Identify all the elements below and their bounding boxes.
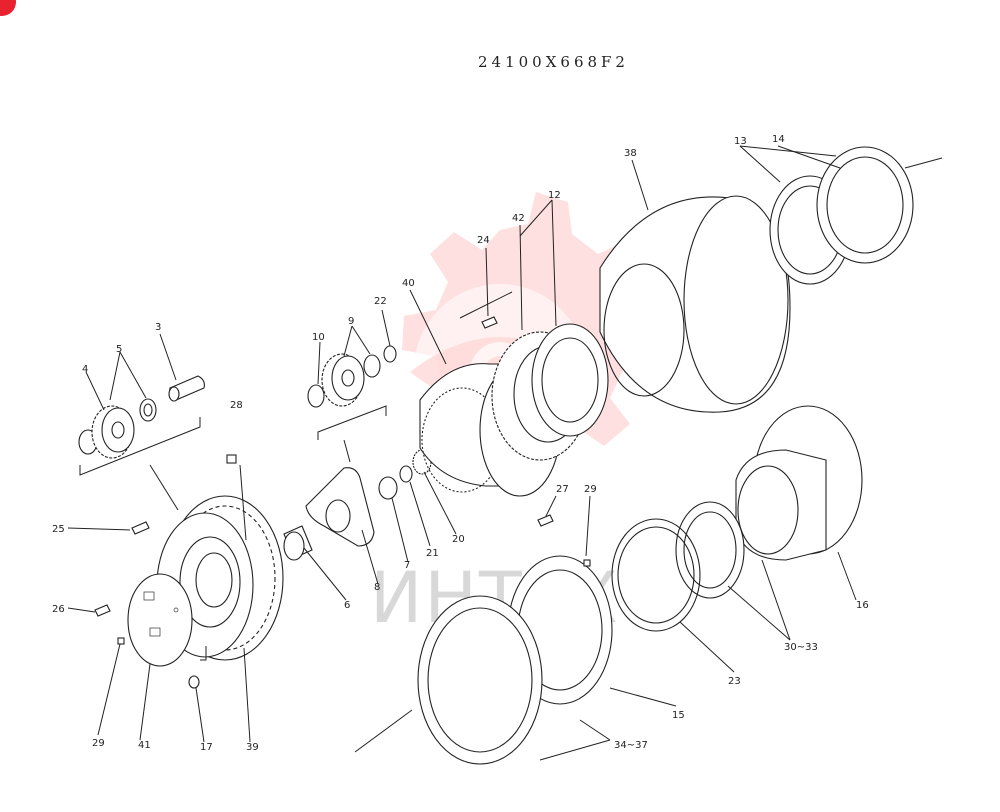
part-21-washer-icon	[399, 465, 413, 483]
drawing-number: 24100X668F2	[478, 53, 629, 71]
part-27-bolt-icon	[537, 514, 554, 527]
label-part-40: 40	[402, 278, 415, 289]
part-30-33-rings-icon	[675, 501, 745, 599]
label-part-29-left: 29	[92, 738, 105, 749]
label-part-13: 13	[734, 136, 747, 147]
part-29-plug-b-icon	[583, 559, 591, 567]
label-part-5: 5	[116, 344, 122, 355]
label-part-24: 24	[477, 235, 490, 246]
part-5-ring-icon	[139, 398, 157, 422]
part-number-labels: 3 4 5 25 26 29 41 17 39 28 6 8 7 21 20 1…	[52, 134, 869, 753]
label-part-14: 14	[772, 134, 785, 145]
label-part-27: 27	[556, 484, 569, 495]
part-9-gear-icon	[321, 353, 381, 407]
part-6-spline-shaft-icon	[283, 525, 313, 561]
part-3-pin-icon	[168, 375, 205, 402]
part-14-seal-icon	[816, 146, 914, 264]
part-12-bearing-icon	[531, 323, 609, 437]
part-38-drum-icon	[599, 195, 791, 413]
label-part-38: 38	[624, 148, 637, 159]
label-part-28: 28	[230, 400, 243, 411]
label-part-22: 22	[374, 296, 387, 307]
label-part-21: 21	[426, 548, 439, 559]
part-26-bolt-icon	[94, 604, 111, 617]
part-4-gear-icon	[78, 405, 135, 459]
part-25-bolt-icon	[131, 521, 150, 535]
label-part-12: 12	[548, 190, 561, 201]
label-part-41: 41	[138, 740, 151, 751]
part-7-disc-icon	[378, 476, 398, 500]
label-part-4: 4	[82, 364, 88, 375]
part-10-washer-icon	[307, 384, 325, 408]
label-part-20: 20	[452, 534, 465, 545]
label-part-26: 26	[52, 604, 65, 615]
label-part-25: 25	[52, 524, 65, 535]
label-part-23: 23	[728, 676, 741, 687]
corner-badge-icon	[0, 0, 16, 16]
label-part-29-right: 29	[584, 484, 597, 495]
label-part-7: 7	[404, 560, 410, 571]
part-29-plug-icon	[117, 637, 125, 645]
part-24-bolt-icon	[481, 316, 498, 329]
label-part-16: 16	[856, 600, 869, 611]
part-23-o-ring-icon	[611, 518, 701, 632]
label-part-15: 15	[672, 710, 685, 721]
part-41-cover-icon	[127, 573, 193, 667]
part-17-plug-icon	[188, 675, 200, 689]
label-part-39: 39	[246, 742, 259, 753]
leader-lines	[67, 145, 857, 761]
label-part-8: 8	[374, 582, 380, 593]
part-22-ring-icon	[383, 345, 397, 363]
label-part-6: 6	[344, 600, 350, 611]
part-34-37-seals-icon	[417, 595, 543, 765]
label-part-10: 10	[312, 332, 325, 343]
part-28-plug-icon	[226, 454, 237, 464]
part-8-plate-icon	[305, 467, 375, 547]
label-part-30-33: 30~33	[784, 642, 818, 653]
label-part-3: 3	[155, 322, 161, 333]
label-part-42: 42	[512, 213, 525, 224]
label-part-34-37: 34~37	[614, 740, 648, 751]
label-part-9: 9	[348, 316, 354, 327]
label-part-17: 17	[200, 742, 213, 753]
part-16-housing-icon	[735, 405, 863, 561]
